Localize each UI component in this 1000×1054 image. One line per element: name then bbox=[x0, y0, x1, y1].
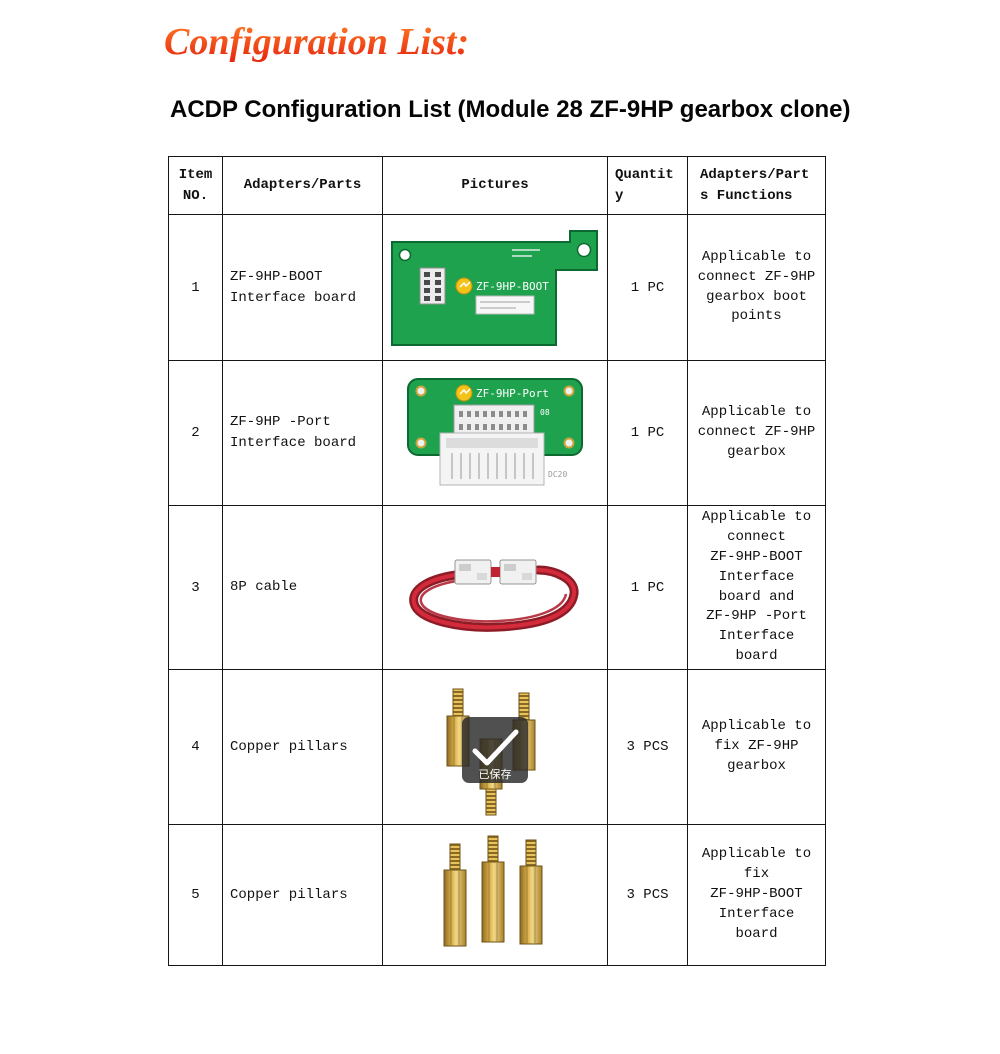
table-row: 2 ZF-9HP -Port Interface board ZF-9HP-Po… bbox=[168, 360, 826, 506]
copper-standoffs bbox=[443, 835, 543, 947]
cable-connector bbox=[454, 559, 491, 585]
cell-part: Copper pillars bbox=[222, 824, 383, 966]
board-marking: 08 bbox=[540, 408, 550, 417]
cell-picture: 已保存 bbox=[382, 669, 608, 825]
check-icon bbox=[472, 729, 519, 766]
page-subtitle: ACDP Configuration List (Module 28 ZF-9H… bbox=[170, 96, 851, 123]
header-pictures: Pictures bbox=[382, 156, 608, 215]
brand-logo-icon bbox=[455, 384, 473, 402]
cable-connector bbox=[499, 559, 536, 585]
board-sticker bbox=[475, 295, 535, 314]
cell-item-no: 2 bbox=[168, 360, 223, 506]
cell-function: Applicable to connect ZF-9HP-BOOT Interf… bbox=[687, 505, 826, 670]
cell-function: Applicable to connect ZF-9HP gearbox bbox=[687, 360, 826, 506]
page-title: Configuration List: bbox=[164, 21, 470, 63]
header-functions: Adapters/Parts Functions bbox=[687, 156, 826, 215]
cell-part: ZF-9HP -Port Interface board bbox=[222, 360, 383, 506]
cell-picture: ZF-9HP-BOOT bbox=[382, 214, 608, 361]
table-row: 1 ZF-9HP-BOOT Interface board bbox=[168, 214, 826, 361]
picture-copper-pillars bbox=[443, 835, 543, 947]
cell-item-no: 3 bbox=[168, 505, 223, 670]
cell-picture: ZF-9HP-Port 08 bbox=[382, 360, 608, 506]
cell-picture bbox=[382, 824, 608, 966]
mounting-hole bbox=[563, 385, 575, 397]
mounting-hole bbox=[415, 437, 427, 449]
cell-quantity: 1 PC bbox=[607, 214, 688, 361]
connector-pin-lines bbox=[451, 453, 534, 479]
configuration-table: Item NO. Adapters/Parts Pictures Quantit… bbox=[168, 156, 826, 966]
table-row: 3 8P cable bbox=[168, 505, 826, 670]
cell-item-no: 5 bbox=[168, 824, 223, 966]
cell-item-no: 4 bbox=[168, 669, 223, 825]
picture-zf-9hp-boot-interface-board: ZF-9HP-BOOT bbox=[391, 229, 598, 346]
connector-pins bbox=[424, 271, 441, 301]
cell-part: 8P cable bbox=[222, 505, 383, 670]
picture-8p-cable bbox=[408, 559, 578, 632]
cell-function: Applicable to fix ZF-9HP-BOOT Interface … bbox=[687, 824, 826, 966]
mounting-hole bbox=[415, 385, 427, 397]
cell-function: Applicable to fix ZF-9HP gearbox bbox=[687, 669, 826, 825]
header-adapters-parts: Adapters/Parts bbox=[222, 156, 383, 215]
cell-quantity: 1 PC bbox=[607, 360, 688, 506]
saved-overlay-text: 已保存 bbox=[479, 767, 512, 781]
cell-part: Copper pillars bbox=[222, 669, 383, 825]
mounting-hole bbox=[576, 242, 592, 257]
mounting-hole bbox=[398, 248, 412, 261]
cell-quantity: 1 PC bbox=[607, 505, 688, 670]
socket-pins bbox=[459, 411, 527, 430]
brand-logo-icon bbox=[455, 277, 473, 294]
configuration-table-wrap: Item NO. Adapters/Parts Pictures Quantit… bbox=[168, 156, 826, 966]
table-row: 4 Copper pillars bbox=[168, 669, 826, 825]
board-silkscreen-label: ZF-9HP-BOOT bbox=[476, 280, 549, 293]
pin-connector bbox=[419, 267, 446, 304]
connector-marking: DC20 bbox=[548, 470, 567, 479]
picture-copper-pillars-saved: 已保存 bbox=[446, 688, 536, 816]
cell-function: Applicable to connect ZF-9HP gearbox boo… bbox=[687, 214, 826, 361]
mounting-hole bbox=[563, 437, 575, 449]
table-header-row: Item NO. Adapters/Parts Pictures Quantit… bbox=[168, 156, 826, 215]
cell-quantity: 3 PCS bbox=[607, 669, 688, 825]
cell-quantity: 3 PCS bbox=[607, 824, 688, 966]
header-item-no: Item NO. bbox=[168, 156, 223, 215]
picture-zf-9hp-port-interface-board: ZF-9HP-Port 08 bbox=[407, 378, 583, 486]
board-silkscreen-label: ZF-9HP-Port bbox=[476, 387, 549, 400]
header-socket bbox=[453, 404, 535, 438]
cell-picture bbox=[382, 505, 608, 670]
header-quantity: Quantity bbox=[607, 156, 688, 215]
cell-item-no: 1 bbox=[168, 214, 223, 361]
table-row: 5 Copper pillars bbox=[168, 824, 826, 966]
cell-part: ZF-9HP-BOOT Interface board bbox=[222, 214, 383, 361]
